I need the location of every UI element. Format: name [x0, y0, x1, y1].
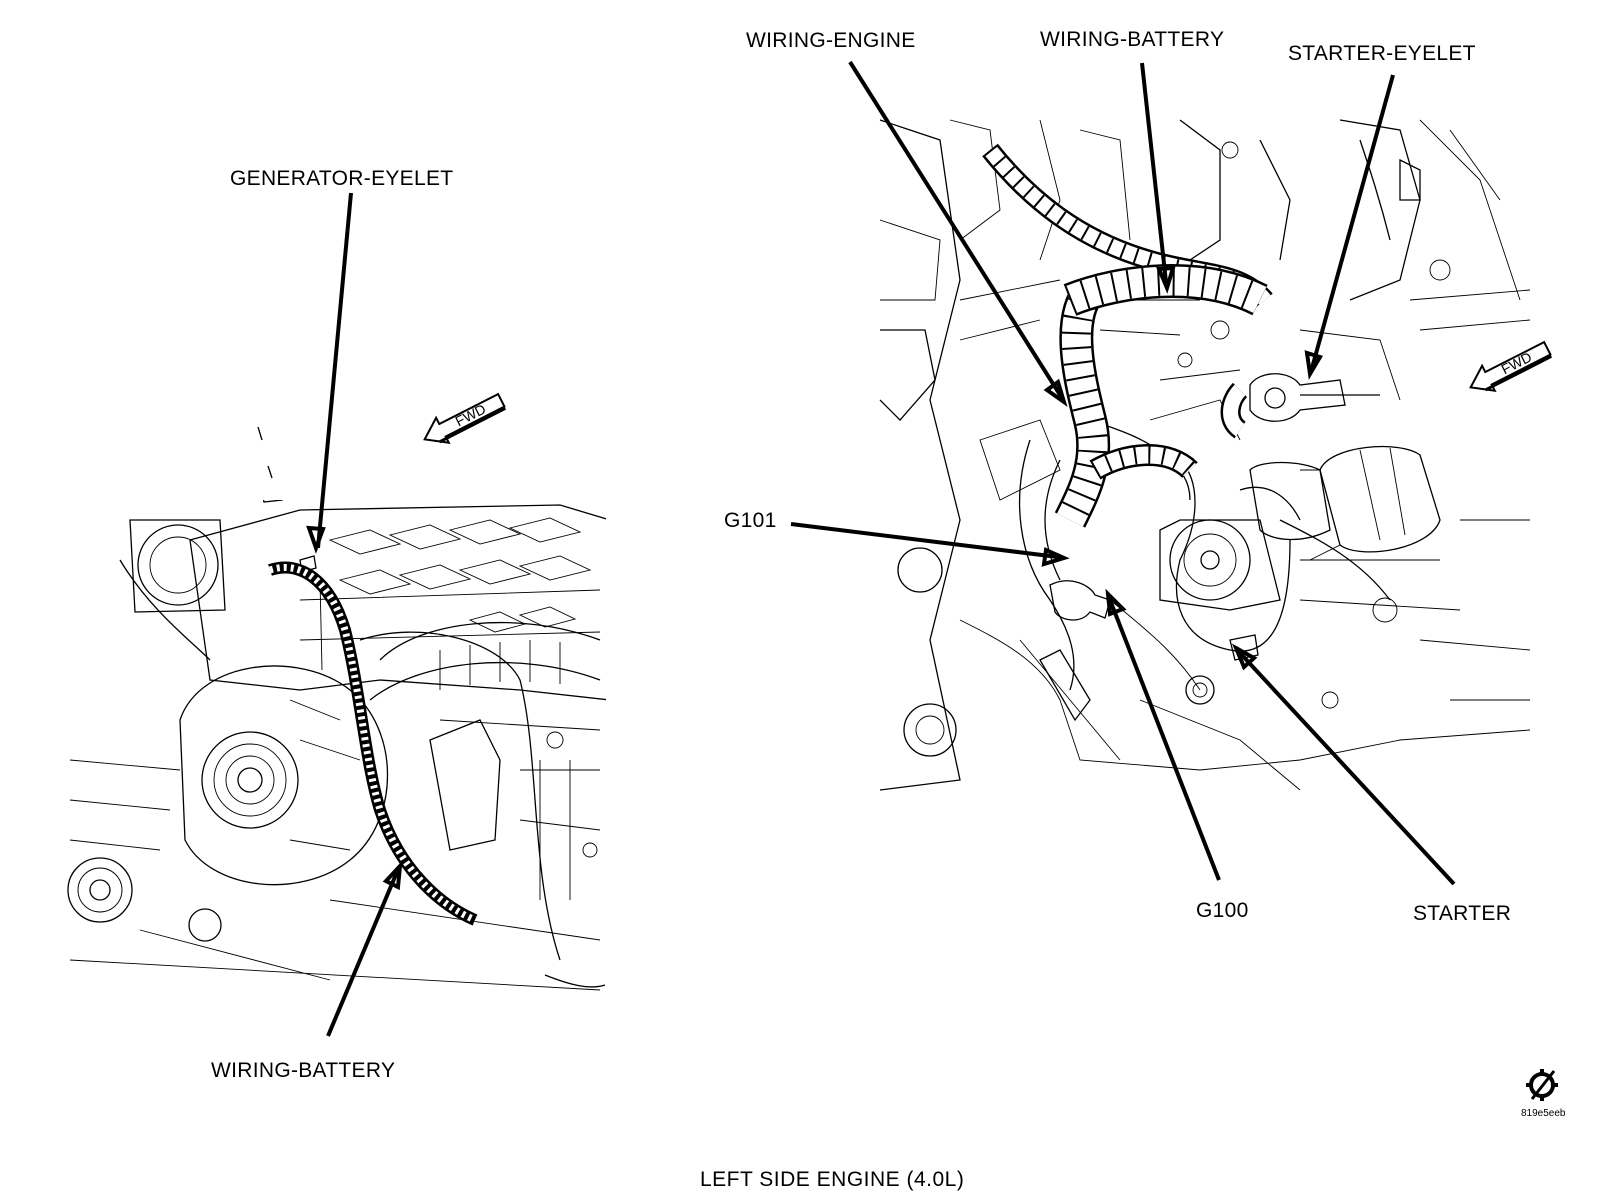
fwd-indicator-right: FWD — [1461, 331, 1560, 408]
label-g101: G101 — [724, 509, 777, 532]
right-engine-illustration — [879, 119, 1531, 791]
left-engine-illustration — [67, 500, 606, 991]
label-starter-eyelet: STARTER-EYELET — [1288, 42, 1476, 65]
image-code: 819e5eeb — [1521, 1108, 1566, 1119]
fwd-indicator-left: FWD — [415, 383, 514, 460]
label-wiring-battery-right: WIRING-BATTERY — [1040, 28, 1225, 51]
label-g100: G100 — [1196, 899, 1249, 922]
label-generator-eyelet: GENERATOR-EYELET — [230, 167, 454, 190]
arrow-left-icon — [423, 392, 507, 445]
label-starter: STARTER — [1413, 902, 1512, 925]
label-wiring-battery-left: WIRING-BATTERY — [211, 1059, 396, 1082]
label-wiring-engine: WIRING-ENGINE — [746, 29, 916, 52]
left-battery-harness — [268, 561, 478, 926]
diagram-caption: LEFT SIDE ENGINE (4.0L) — [700, 1168, 965, 1191]
arrow-left-icon — [1469, 340, 1553, 393]
gear-slash-icon — [1524, 1067, 1560, 1103]
